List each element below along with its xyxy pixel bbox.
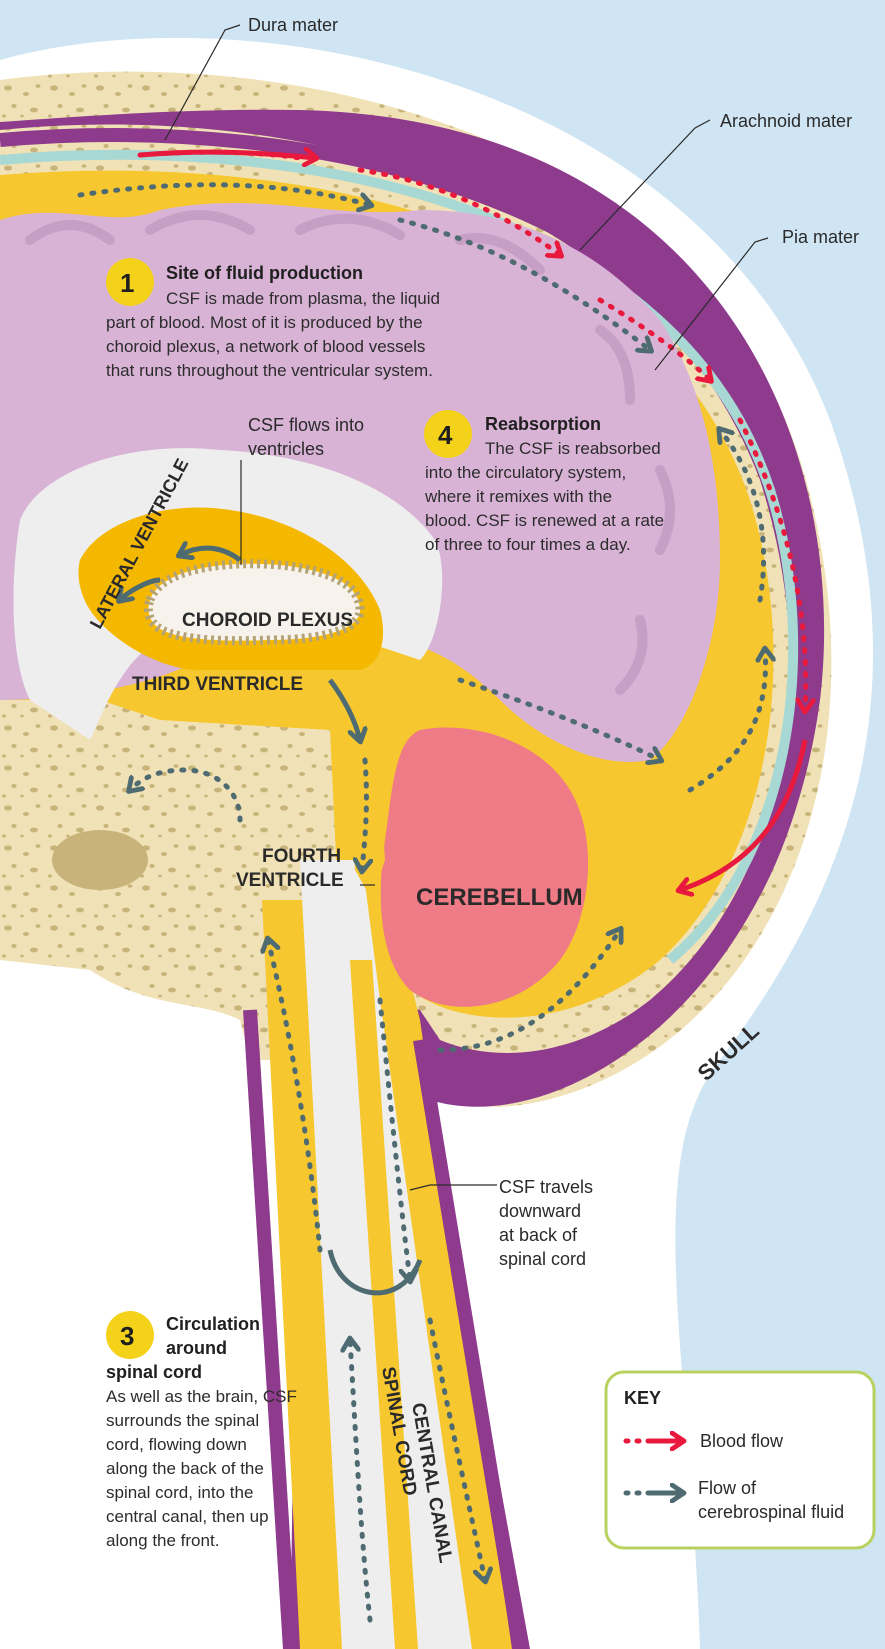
label-fourth-ventricle-2: VENTRICLE — [236, 870, 344, 891]
step-4-number: 4 — [438, 420, 453, 450]
label-csf-travels-3: at back of — [499, 1225, 578, 1245]
step-4-heading: Reabsorption — [485, 414, 601, 434]
key-title: KEY — [624, 1388, 661, 1408]
label-csf-travels-4: spinal cord — [499, 1249, 586, 1269]
key-csf-label-1: Flow of — [698, 1478, 757, 1498]
step-3-heading-2: around — [166, 1338, 227, 1358]
label-csf-travels-1: CSF travels — [499, 1177, 593, 1197]
step-4-line-5: of three to four times a day. — [425, 535, 631, 554]
label-dura-mater: Dura mater — [248, 15, 338, 35]
step-4-line-1: The CSF is reabsorbed — [485, 439, 661, 458]
step-1-number: 1 — [120, 268, 134, 298]
label-cerebellum: CEREBELLUM — [416, 884, 583, 911]
step-3-line-7: along the front. — [106, 1531, 219, 1550]
step-3-line-1: As well as the brain, CSF — [106, 1387, 297, 1406]
label-third-ventricle: THIRD VENTRICLE — [132, 674, 303, 695]
skull-sinus — [52, 830, 148, 890]
label-csf-travels-2: downward — [499, 1201, 581, 1221]
label-choroid-plexus: CHOROID PLEXUS — [182, 610, 353, 631]
key-blood-label: Blood flow — [700, 1431, 784, 1451]
step-3-line-4: along the back of the — [106, 1459, 264, 1478]
step-4-line-3: where it remixes with the — [424, 487, 612, 506]
step-3-line-6: central canal, then up — [106, 1507, 269, 1526]
step-1-line-3: choroid plexus, a network of blood vesse… — [106, 337, 425, 356]
step-4-line-2: into the circulatory system, — [425, 463, 626, 482]
step-3-line-2: surrounds the spinal — [106, 1411, 259, 1430]
step-3-line-3: cord, flowing down — [106, 1435, 247, 1454]
step-1-line-4: that runs throughout the ventricular sys… — [106, 361, 433, 380]
step-1-line-1: CSF is made from plasma, the liquid — [166, 289, 440, 308]
key-box: KEY Blood flow Flow of cerebrospinal flu… — [606, 1372, 874, 1548]
label-arachnoid-mater: Arachnoid mater — [720, 111, 852, 131]
step-3-heading-3: spinal cord — [106, 1362, 202, 1382]
label-pia-mater: Pia mater — [782, 227, 859, 247]
label-csf-flows-1: CSF flows into — [248, 415, 364, 435]
step-4-line-4: blood. CSF is renewed at a rate — [425, 511, 664, 530]
step-3-number: 3 — [120, 1321, 134, 1351]
key-csf-label-2: cerebrospinal fluid — [698, 1502, 844, 1522]
step-3-heading-1: Circulation — [166, 1314, 260, 1334]
step-3-line-5: spinal cord, into the — [106, 1483, 253, 1502]
label-csf-flows-2: ventricles — [248, 439, 324, 459]
step-1-heading: Site of fluid production — [166, 263, 363, 283]
label-fourth-ventricle-1: FOURTH — [262, 846, 341, 867]
step-1-line-2: part of blood. Most of it is produced by… — [106, 313, 423, 332]
